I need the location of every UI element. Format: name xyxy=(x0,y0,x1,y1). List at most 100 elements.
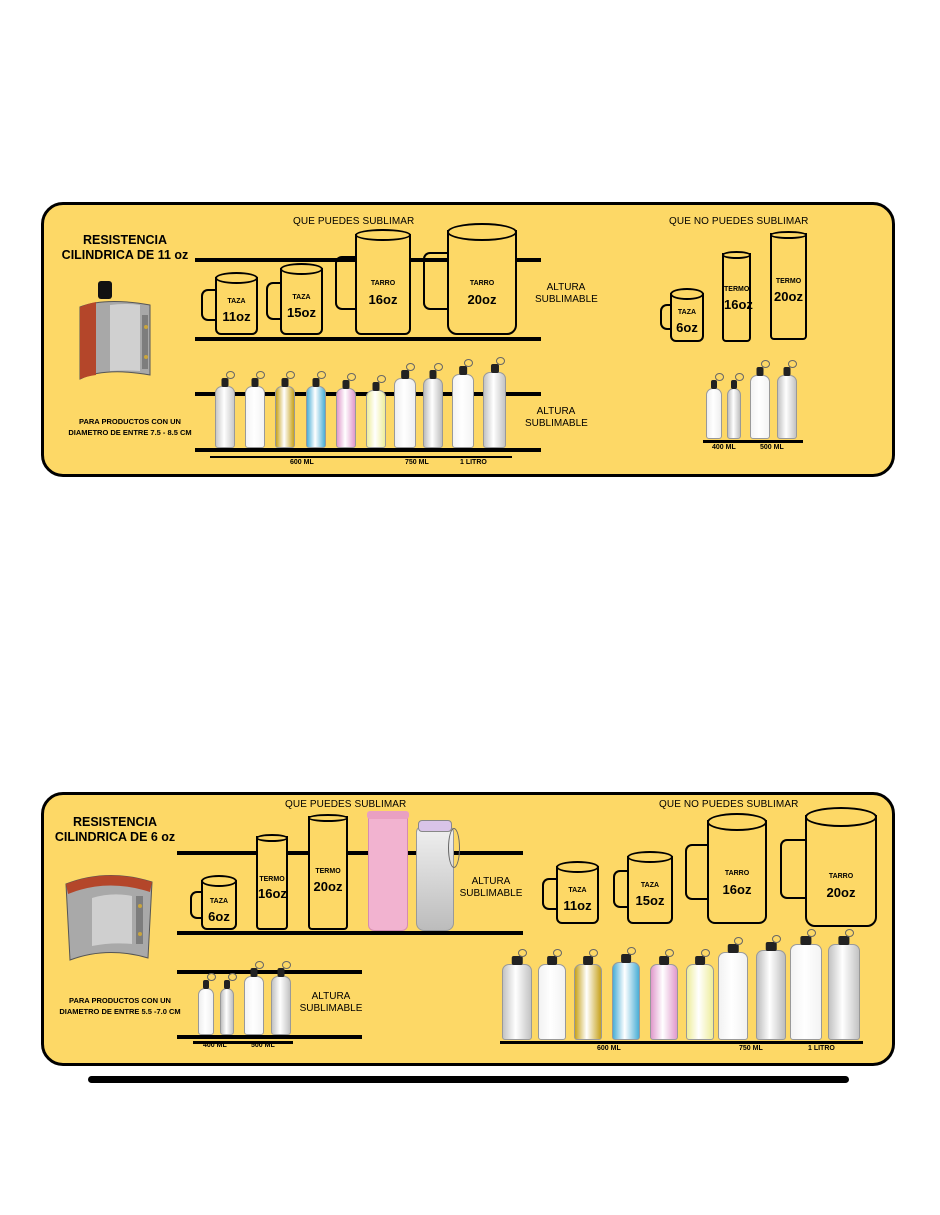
panel1-bottle-9 xyxy=(452,359,474,448)
panel2-bottle-3 xyxy=(574,949,602,1040)
panel2-bottle-8 xyxy=(756,935,786,1040)
panel2-bottle-9 xyxy=(790,929,822,1040)
panel1-cannot-bottle-ring-4 xyxy=(788,360,797,368)
panel2-termo-20oz: TERMO 20oz xyxy=(308,814,348,930)
panel1-label-750ml: 750 ML xyxy=(405,459,429,466)
panel2-label-750ml: 750 ML xyxy=(739,1045,763,1052)
panel2-bottle-ring-1 xyxy=(518,949,527,957)
panel2-bottle-cap-7 xyxy=(727,944,739,953)
panel2-small-bottle-base xyxy=(193,1041,293,1044)
panel2-mug-top-line xyxy=(177,851,523,855)
panel2-diameter-note: PARA PRODUCTOS CON UN DIAMETRO DE ENTRE … xyxy=(59,996,181,1016)
panel1-mug-tarro-16oz: TARRO 16oz xyxy=(335,229,411,335)
panel2-altura-1: ALTURA SUBLIMABLE xyxy=(459,876,523,899)
panel2-mug-tarro-16oz: TARRO 16oz xyxy=(685,813,767,924)
panel2-mug-taza-15oz: TAZA 15oz xyxy=(613,851,673,924)
panel1-bottle-ring-5 xyxy=(347,373,356,381)
panel1-bottle-ring-4 xyxy=(317,371,326,379)
panel1-label-500ml: 500 ML xyxy=(760,444,784,451)
panel2-can-bottle-ring-2 xyxy=(228,973,237,981)
panel2-bottle-ring-8 xyxy=(772,935,781,943)
panel2-can-bottle-cap-3 xyxy=(250,968,258,977)
panel2-bottle-ring-5 xyxy=(665,949,674,957)
panel2-label-500ml: 500 ML xyxy=(251,1042,275,1049)
panel2-can-heading: QUE PUEDES SUBLIMAR xyxy=(285,799,407,810)
panel1-can-heading: QUE PUEDES SUBLIMAR xyxy=(293,216,415,227)
panel2-bottle-cap-4 xyxy=(621,954,631,963)
panel2-can-bottle-ring-1 xyxy=(207,973,216,981)
panel2-bottle-cap-10 xyxy=(838,936,850,945)
panel1-bottle-cap-8 xyxy=(429,370,437,379)
panel1-bottle-cap-9 xyxy=(459,366,467,375)
panel1-mug-taza-6oz: TAZA 6oz xyxy=(660,288,704,342)
panel2-bottle-7 xyxy=(718,937,748,1040)
panel1-title: RESISTENCIA CILINDRICA DE 11 oz xyxy=(61,233,189,262)
panel2-bottle-ring-2 xyxy=(553,949,562,957)
panel2-can-bottle-cap-1 xyxy=(203,980,209,989)
panel1-bottle-cap-4 xyxy=(312,378,320,387)
panel1-bottle-4 xyxy=(306,371,326,448)
panel1-bottle-6 xyxy=(366,375,386,448)
panel1-bottle-ring-3 xyxy=(286,371,295,379)
panel2-bottle-cap-9 xyxy=(800,936,812,945)
panel1-cannot-bottle-line xyxy=(703,440,803,443)
panel2-label-600ml: 600 ML xyxy=(597,1045,621,1052)
panel2-bottle-ring-4 xyxy=(627,947,636,955)
panel1-bottle-2 xyxy=(245,371,265,448)
panel1-bottle-10 xyxy=(483,357,506,448)
panel1-bottle-cap-5 xyxy=(342,380,350,389)
panel2-bottle-cap-2 xyxy=(547,956,557,965)
panel1-bottle-ring-7 xyxy=(406,363,415,371)
panel2-can-bottle-4 xyxy=(271,961,291,1035)
panel1-diameter-note: PARA PRODUCTOS CON UN DIAMETRO DE ENTRE … xyxy=(68,417,192,437)
panel1-label-600ml: 600 ML xyxy=(290,459,314,466)
panel1-cannot-heading: QUE NO PUEDES SUBLIMAR xyxy=(669,216,809,227)
panel1-bottle-8 xyxy=(423,363,443,448)
panel2-altura-2: ALTURA SUBLIMABLE xyxy=(299,991,363,1014)
panel1-bottle-bottom-line xyxy=(195,448,541,452)
panel1-bottle-cap-3 xyxy=(281,378,289,387)
panel1-cannot-bottle-ring-2 xyxy=(735,373,744,381)
panel2-small-bottle-bottom-line xyxy=(177,1035,362,1039)
panel2-bottle-cap-8 xyxy=(765,942,777,951)
panel2-bottle-ring-7 xyxy=(734,937,743,945)
panel1-mug-bottom-line xyxy=(195,337,541,341)
panel2-can-bottle-cap-2 xyxy=(224,980,230,989)
panel1-cannot-bottle-1 xyxy=(706,373,724,439)
panel1-cannot-bottle-3 xyxy=(750,360,770,439)
panel2-bottle-ring-3 xyxy=(589,949,598,957)
panel2-bottle-2 xyxy=(538,949,566,1040)
panel1-mug-taza-11oz: TAZA 11oz xyxy=(201,272,258,335)
panel2-can-bottle-ring-3 xyxy=(255,961,264,969)
panel1-cannot-bottle-cap-1 xyxy=(711,380,717,389)
panel1-cannot-bottle-ring-1 xyxy=(715,373,724,381)
panel1-bottle-1 xyxy=(215,371,235,448)
panel1-altura-1: ALTURA SUBLIMABLE xyxy=(535,282,598,305)
panel2-label-400ml: 400 ML xyxy=(203,1042,227,1049)
panel1-bottle-ring-6 xyxy=(377,375,386,383)
heater-11oz-icon xyxy=(79,281,151,380)
panel2-bottle-4 xyxy=(612,947,640,1040)
panel2-bottle-cap-5 xyxy=(659,956,669,965)
panel2-can-bottle-ring-4 xyxy=(282,961,291,969)
panel1-mug-tarro-20oz: TARRO 20oz xyxy=(423,223,517,335)
panel1-bottle-3 xyxy=(275,371,295,448)
panel1-bottle-cap-6 xyxy=(372,382,380,391)
panel2-can-bottle-cap-4 xyxy=(277,968,285,977)
panel1-cannot-bottle-cap-2 xyxy=(731,380,737,389)
frosted-bottle-lid xyxy=(418,820,452,832)
pink-tumbler-lid xyxy=(367,811,409,819)
panel1-bottle-ring-8 xyxy=(434,363,443,371)
panel2-mug-tarro-20oz: TARRO 20oz xyxy=(780,807,877,927)
panel2-can-bottle-3 xyxy=(244,961,264,1035)
panel2-can-bottle-1 xyxy=(198,973,216,1035)
panel2-cannot-heading: QUE NO PUEDES SUBLIMAR xyxy=(659,799,799,810)
panel1-cannot-bottle-cap-3 xyxy=(756,367,764,376)
panel2-bottle-base-line xyxy=(500,1041,863,1044)
bottom-divider xyxy=(88,1076,849,1083)
panel1-bottle-cap-7 xyxy=(401,370,409,379)
panel1-cannot-bottle-2 xyxy=(727,373,744,439)
panel1-termo-16oz: TERMO 16oz xyxy=(722,251,753,342)
panel2-bottle-cap-3 xyxy=(583,956,593,965)
panel2-mug-bottom-line xyxy=(177,931,523,935)
